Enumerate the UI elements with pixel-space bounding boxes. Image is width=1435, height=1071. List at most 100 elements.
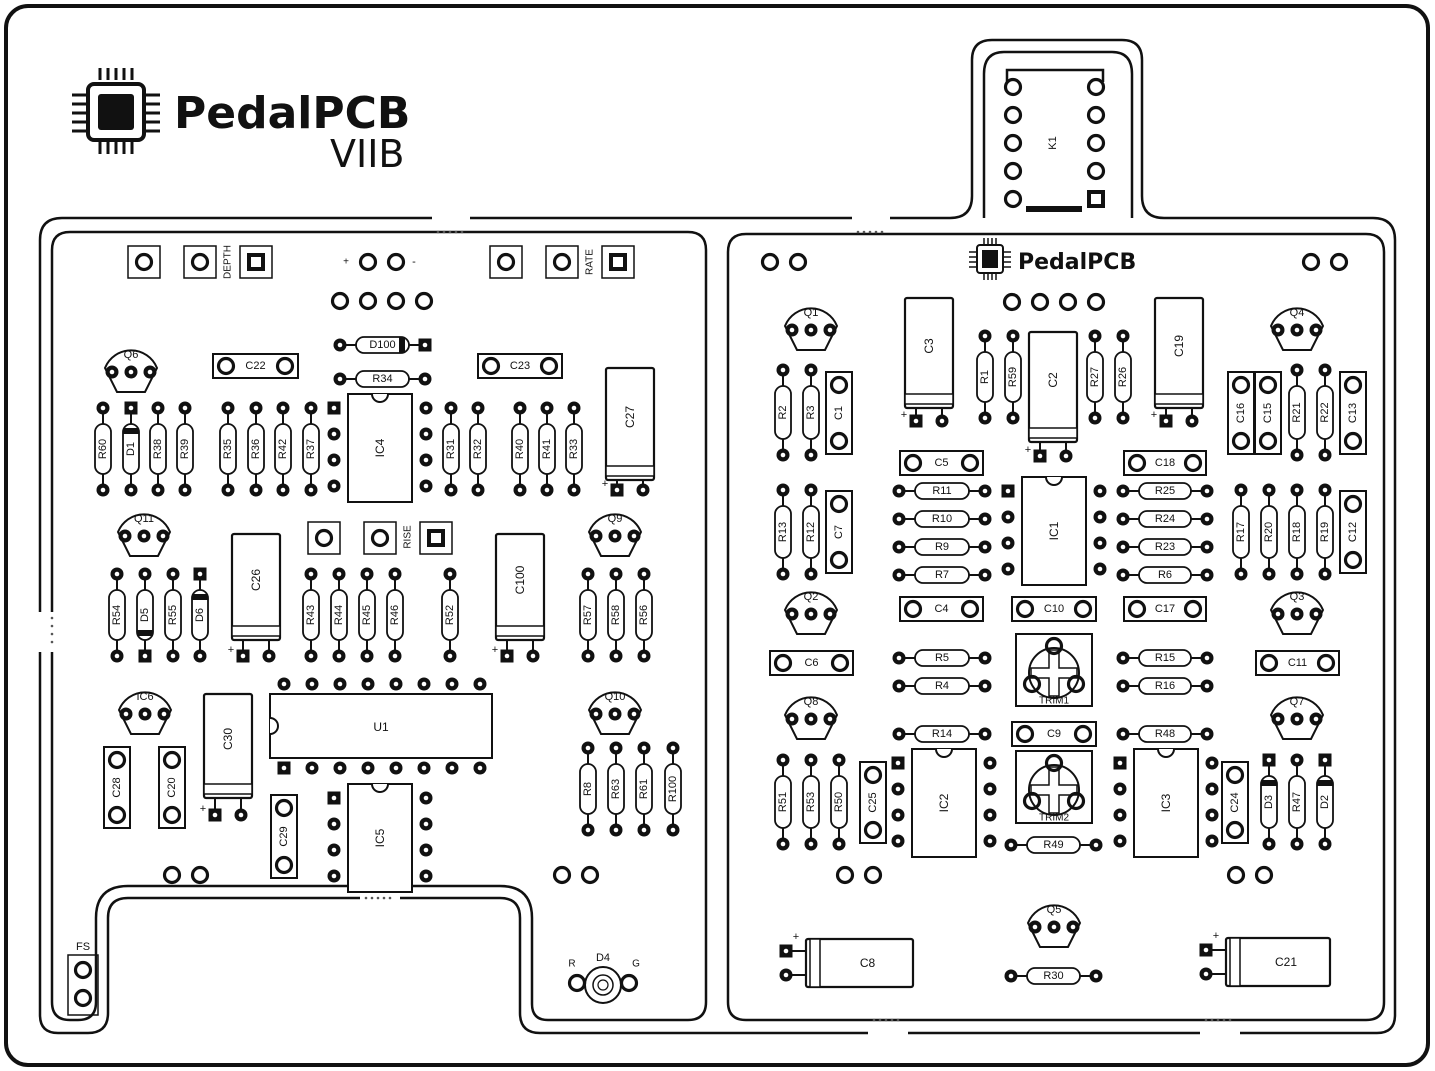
diode-horizontal: D100 — [333, 336, 432, 354]
mount-pad-pair — [1226, 865, 1274, 885]
transistor: Q9 — [587, 513, 643, 557]
part-label: Q8 — [804, 696, 819, 708]
part-label: R3 — [805, 405, 817, 419]
capacitor-film: C1 — [825, 371, 853, 455]
part-label: R18 — [1291, 522, 1303, 542]
part-label: C4 — [934, 603, 948, 615]
resistor-vertical: R42 — [274, 401, 292, 497]
part-label: C18 — [1155, 457, 1175, 469]
part-label: R14 — [932, 728, 952, 740]
resistor-vertical: R39 — [176, 401, 194, 497]
part-label: R6 — [1158, 569, 1172, 581]
part-label: D6 — [194, 608, 206, 622]
capacitor-film: C25 — [859, 761, 887, 844]
pedalpcb-small-logo: PedalPCB — [969, 238, 1136, 280]
part-label: R55 — [167, 605, 179, 625]
part-label: C21 — [1275, 955, 1297, 969]
resistor-horizontal: R4 — [892, 677, 992, 695]
diode-vertical: D3 — [1260, 753, 1278, 851]
product-name: VIIB — [330, 132, 404, 176]
resistor-vertical: R32 — [469, 401, 487, 497]
part-label: C7 — [833, 525, 845, 539]
part-label: R36 — [250, 439, 262, 459]
part-label: Q11 — [134, 513, 154, 525]
part-label: C3 — [922, 338, 936, 354]
part-label: D4 — [596, 952, 610, 964]
part-label: C24 — [1229, 792, 1241, 812]
resistor-vertical: R18 — [1288, 483, 1306, 581]
capacitor-film: C9 — [1011, 721, 1097, 747]
resistor-horizontal: R48 — [1116, 725, 1214, 743]
polarity-mark: + — [1025, 444, 1031, 456]
part-label: R38 — [152, 439, 164, 459]
capacitor-film: C11 — [1255, 650, 1340, 676]
transistor: Q11 — [116, 513, 172, 557]
capacitor-electrolytic: +C19 — [1151, 296, 1205, 428]
part-label: IC6 — [136, 691, 153, 703]
resistor-horizontal: R23 — [1116, 538, 1214, 556]
part-label: D5 — [139, 608, 151, 622]
part-label: C2 — [1046, 372, 1060, 388]
mount-pad-pair — [162, 865, 210, 885]
resistor-vertical: R50 — [830, 753, 848, 851]
transistor: Q1 — [783, 307, 839, 351]
part-label: Q10 — [605, 691, 626, 703]
diode-vertical: D5 — [136, 567, 154, 663]
capacitor-film: C13 — [1339, 371, 1367, 455]
part-label: R16 — [1155, 680, 1175, 692]
part-label: R5 — [935, 652, 949, 664]
resistor-vertical: R31 — [442, 401, 460, 497]
part-label: R9 — [935, 541, 949, 553]
mount-pad-pair — [835, 865, 883, 885]
power-pads: +- — [343, 252, 416, 272]
part-label: C22 — [245, 360, 265, 372]
part-label: C25 — [867, 792, 879, 812]
part-label: C10 — [1044, 603, 1064, 615]
part-label: R31 — [445, 439, 457, 459]
part-label: Q6 — [124, 349, 139, 361]
part-label: R57 — [582, 605, 594, 625]
part-label: R12 — [805, 522, 817, 542]
ic-dip8: IC3 — [1113, 748, 1219, 858]
resistor-vertical: R20 — [1260, 483, 1278, 581]
mount-pad-pair — [760, 252, 808, 272]
part-label: R24 — [1155, 513, 1175, 525]
part-label: R15 — [1155, 652, 1175, 664]
resistor-vertical: R3 — [802, 363, 820, 462]
capacitor-film: C22 — [212, 353, 299, 379]
part-label: C100 — [513, 565, 527, 594]
resistor-vertical: R36 — [247, 401, 265, 497]
part-label: Q4 — [1290, 307, 1305, 319]
capacitor-film: C24 — [1221, 761, 1249, 844]
resistor-vertical: R59 — [1004, 329, 1022, 425]
resistor-vertical: R55 — [164, 567, 182, 663]
part-label: C8 — [860, 956, 876, 970]
resistor-vertical: R19 — [1316, 483, 1334, 581]
part-label: R56 — [638, 605, 650, 625]
relay: K1 — [1003, 68, 1106, 212]
transistor: Q6 — [103, 349, 159, 393]
part-label: R26 — [1117, 367, 1129, 387]
polarity-mark: + — [793, 931, 799, 943]
resistor-vertical: R61 — [635, 741, 653, 837]
part-label: IC1 — [1047, 521, 1061, 540]
resistor-vertical: R26 — [1114, 329, 1132, 425]
capacitor-film: C17 — [1123, 596, 1207, 622]
part-label: C5 — [934, 457, 948, 469]
part-label: R20 — [1263, 522, 1275, 542]
resistor-horizontal: R16 — [1116, 677, 1214, 695]
part-label: R8 — [582, 782, 594, 796]
resistor-vertical: R13 — [774, 483, 792, 581]
rate-pot-pads: RATE — [489, 245, 635, 279]
control-label: RATE — [585, 249, 596, 275]
resistor-vertical: R33 — [565, 401, 583, 497]
capacitor-film: C23 — [477, 353, 563, 379]
resistor-vertical: R40 — [511, 401, 529, 497]
rise-pot-pads: RISE — [307, 521, 453, 555]
capacitor-film: C16 — [1227, 371, 1255, 455]
capacitor-electrolytic: + C2 — [1025, 330, 1079, 463]
brand-name-small: PedalPCB — [1018, 250, 1136, 275]
resistor-vertical: R63 — [607, 741, 625, 837]
part-label: R47 — [1291, 792, 1303, 812]
